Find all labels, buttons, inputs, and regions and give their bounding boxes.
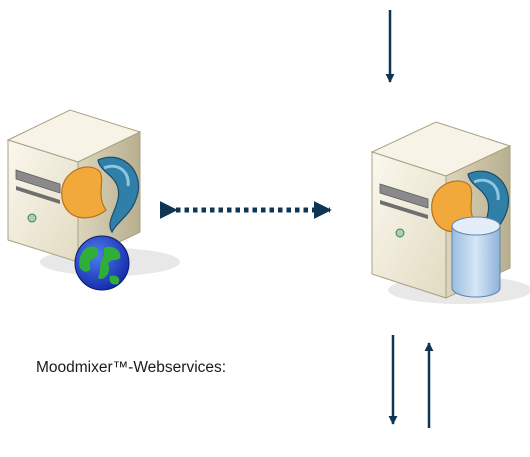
server-tower-icon — [6, 109, 142, 263]
application-logo-icon — [61, 156, 140, 234]
web-server-node — [6, 109, 180, 291]
database-cylinder-icon — [451, 216, 501, 298]
database-server-node — [370, 121, 530, 304]
webservices-label: Moodmixer™-Webservices: — [36, 359, 227, 376]
globe-icon — [74, 235, 130, 291]
